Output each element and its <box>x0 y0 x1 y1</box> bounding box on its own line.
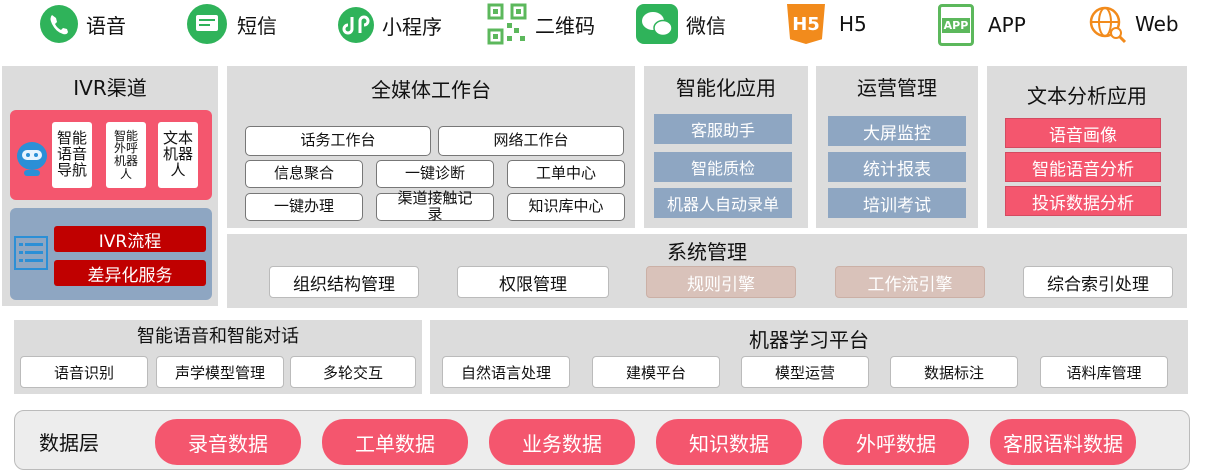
web-globe-icon <box>1089 6 1127 44</box>
sys-panel: 系统管理 组织结构管理 权限管理 规则引擎 工作流引擎 综合索引处理 <box>227 234 1187 308</box>
sys-index-processing[interactable]: 综合索引处理 <box>1023 266 1173 298</box>
ivr-robot-voice-nav[interactable]: 智能 语音 导航 <box>52 122 92 188</box>
channel-label: 小程序 <box>382 14 442 39</box>
channel-h5: H5 H5 <box>787 4 867 44</box>
channel-label: 微信 <box>686 13 726 38</box>
message-icon <box>187 4 227 44</box>
list-icon <box>14 236 48 270</box>
data-knowledge[interactable]: 知识数据 <box>656 419 802 465</box>
sys-title: 系统管理 <box>667 240 747 264</box>
text-analysis-voice-profile[interactable]: 语音画像 <box>1005 118 1161 148</box>
ops-training-exam[interactable]: 培训考试 <box>828 188 966 218</box>
ops-panel: 运营管理 大屏监控 统计报表 培训考试 <box>816 66 978 228</box>
omni-title: 全媒体工作台 <box>371 78 491 102</box>
ml-corpus-mgmt[interactable]: 语料库管理 <box>1040 356 1168 388</box>
channel-label: APP <box>988 13 1026 37</box>
text-analysis-title: 文本分析应用 <box>1027 84 1147 108</box>
ivr-title: IVR渠道 <box>73 76 147 100</box>
smart-app-quality-check[interactable]: 智能质检 <box>654 152 792 182</box>
mini-program-icon <box>338 7 374 43</box>
ivr-flow-box: IVR流程 差异化服务 <box>10 208 212 300</box>
data-ticket[interactable]: 工单数据 <box>322 419 468 465</box>
channel-label: Web <box>1135 12 1179 36</box>
ivr-panel: IVR渠道 智能 语音 导航 智能 外呼 机器 人 文本 机器 人 IVR流程 … <box>2 66 218 306</box>
qr-code-icon <box>487 3 527 45</box>
omni-btn-ticket-center[interactable]: 工单中心 <box>507 160 625 188</box>
data-service-corpus[interactable]: 客服语料数据 <box>990 419 1136 465</box>
data-recording[interactable]: 录音数据 <box>155 419 301 465</box>
voice-dialog-panel: 智能语音和智能对话 语音识别 声学模型管理 多轮交互 <box>14 320 422 394</box>
ops-dashboard-monitor[interactable]: 大屏监控 <box>828 116 966 146</box>
ops-title: 运营管理 <box>857 76 937 100</box>
sys-rule-engine[interactable]: 规则引擎 <box>646 266 796 298</box>
phone-icon <box>40 5 78 43</box>
channel-mini-program: 小程序 <box>338 6 442 44</box>
channel-qr-code: 二维码 <box>487 3 595 45</box>
ml-nlp[interactable]: 自然语言处理 <box>442 356 570 388</box>
omni-btn-channel-contact-record[interactable]: 渠道接触记 录 <box>376 190 494 222</box>
robot-icon <box>17 142 47 176</box>
sys-workflow-engine[interactable]: 工作流引擎 <box>835 266 985 298</box>
channel-label: 二维码 <box>535 13 595 38</box>
channel-label: 语音 <box>86 13 126 38</box>
ivr-robot-box: 智能 语音 导航 智能 外呼 机器 人 文本 机器 人 <box>10 110 212 200</box>
channel-label: H5 <box>839 12 867 36</box>
data-layer-panel: 数据层 录音数据 工单数据 业务数据 知识数据 外呼数据 客服语料数据 <box>14 410 1190 470</box>
wechat-icon <box>636 4 678 44</box>
voice-dialog-title: 智能语音和智能对话 <box>137 326 299 347</box>
data-layer-title: 数据层 <box>39 431 99 455</box>
omni-btn-network-workbench[interactable]: 网络工作台 <box>438 126 624 156</box>
ivr-robot-outbound[interactable]: 智能 外呼 机器 人 <box>106 122 146 188</box>
channel-label: 短信 <box>237 13 277 38</box>
ml-modeling-platform[interactable]: 建模平台 <box>592 356 720 388</box>
ivr-flow-button[interactable]: IVR流程 <box>54 226 206 252</box>
ivr-diff-service-button[interactable]: 差异化服务 <box>54 260 206 286</box>
sys-org-structure[interactable]: 组织结构管理 <box>269 266 419 298</box>
omni-btn-call-workbench[interactable]: 话务工作台 <box>245 126 431 156</box>
h5-icon: H5 <box>787 4 825 44</box>
smart-app-assistant[interactable]: 客服助手 <box>654 114 792 144</box>
acoustic-model-mgmt[interactable]: 声学模型管理 <box>156 356 284 388</box>
sys-permission[interactable]: 权限管理 <box>457 266 609 298</box>
channel-sms: 短信 <box>185 4 277 44</box>
ops-stat-report[interactable]: 统计报表 <box>828 152 966 182</box>
ivr-robot-text[interactable]: 文本 机器 人 <box>158 122 198 188</box>
data-business[interactable]: 业务数据 <box>489 419 635 465</box>
channel-wechat: 微信 <box>636 4 726 44</box>
channel-app: APP APP <box>938 4 1026 46</box>
omni-btn-info-aggregation[interactable]: 信息聚合 <box>245 160 363 188</box>
smart-app-panel: 智能化应用 客服助手 智能质检 机器人自动录单 <box>644 66 808 228</box>
smart-app-title: 智能化应用 <box>676 76 776 100</box>
data-outbound[interactable]: 外呼数据 <box>823 419 969 465</box>
channel-web: Web <box>1087 4 1179 44</box>
omni-panel: 全媒体工作台 话务工作台 网络工作台 信息聚合 一键诊断 工单中心 一键办理 渠… <box>227 66 635 228</box>
ml-model-ops[interactable]: 模型运营 <box>741 356 869 388</box>
text-analysis-complaint-data[interactable]: 投诉数据分析 <box>1005 186 1161 216</box>
app-icon: APP <box>938 4 974 46</box>
smart-app-robot-order[interactable]: 机器人自动录单 <box>654 188 792 218</box>
ml-panel: 机器学习平台 自然语言处理 建模平台 模型运营 数据标注 语料库管理 <box>430 320 1188 394</box>
channel-voice: 语音 <box>40 4 126 44</box>
text-analysis-panel: 文本分析应用 语音画像 智能语音分析 投诉数据分析 <box>987 66 1187 228</box>
ml-title: 机器学习平台 <box>749 328 869 352</box>
omni-btn-one-click-handle[interactable]: 一键办理 <box>245 193 363 221</box>
text-analysis-smart-voice[interactable]: 智能语音分析 <box>1005 152 1161 182</box>
ml-data-labeling[interactable]: 数据标注 <box>890 356 1018 388</box>
omni-btn-knowledge-center[interactable]: 知识库中心 <box>507 193 625 221</box>
voice-recognition[interactable]: 语音识别 <box>20 356 148 388</box>
multi-turn-interaction[interactable]: 多轮交互 <box>290 356 416 388</box>
omni-btn-one-click-diagnosis[interactable]: 一键诊断 <box>376 160 494 188</box>
